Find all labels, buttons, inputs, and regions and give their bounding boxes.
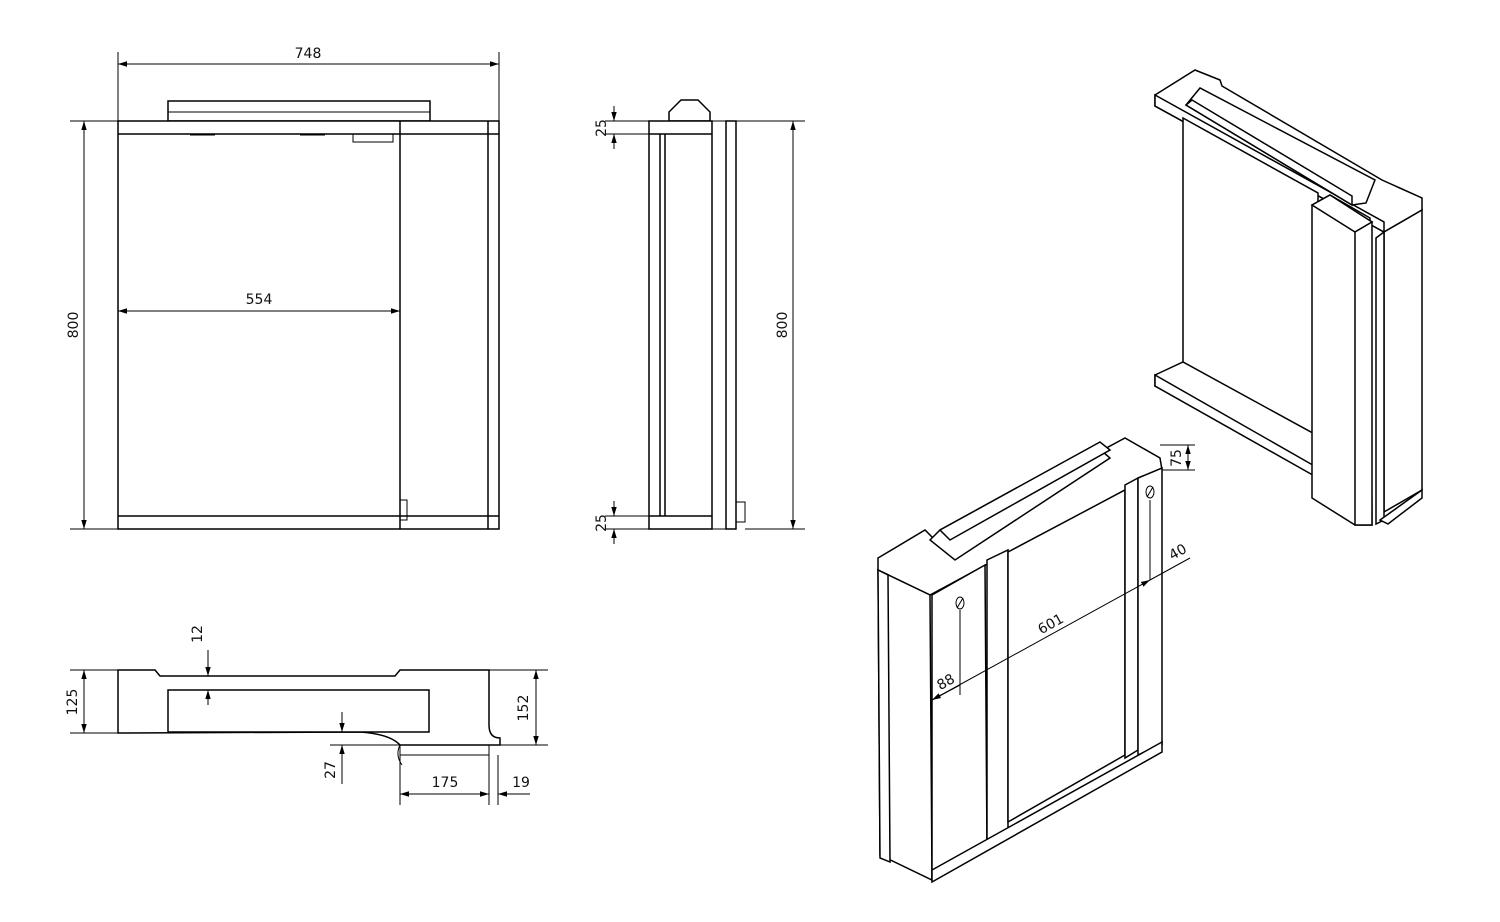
side-bottom-label: 25 bbox=[594, 514, 610, 532]
top-depth-label: 125 bbox=[65, 689, 81, 716]
side-height-label: 800 bbox=[775, 312, 791, 339]
top-view: 125 152 12 27 175 19 bbox=[65, 625, 548, 805]
front-inner-width-label: 554 bbox=[246, 292, 273, 308]
top-width-label: 175 bbox=[432, 775, 459, 791]
top-total-depth-label: 152 bbox=[516, 695, 532, 722]
front-lamp bbox=[167, 100, 431, 122]
side-door bbox=[725, 120, 737, 530]
top-edge-label: 19 bbox=[512, 775, 530, 791]
side-view: 25 25 800 bbox=[594, 99, 805, 544]
top-lamp bbox=[167, 689, 430, 733]
iso-top-label: 75 bbox=[1169, 449, 1185, 467]
iso-back-view: 601 88 40 75 bbox=[877, 437, 1195, 884]
top-lower-label: 27 bbox=[323, 761, 339, 779]
front-cabinet bbox=[117, 120, 500, 530]
top-offset-label: 12 bbox=[190, 625, 206, 643]
iso-front-view bbox=[1154, 69, 1423, 526]
front-view: 748 800 554 bbox=[66, 46, 500, 530]
iso-side-label: 40 bbox=[1166, 541, 1189, 564]
side-cabinet bbox=[648, 120, 713, 530]
iso-left-label: 88 bbox=[934, 671, 957, 694]
front-width-label: 748 bbox=[295, 46, 322, 62]
side-lamp-profile bbox=[668, 99, 711, 122]
front-height-label: 800 bbox=[66, 312, 82, 339]
side-top-label: 25 bbox=[594, 119, 610, 137]
